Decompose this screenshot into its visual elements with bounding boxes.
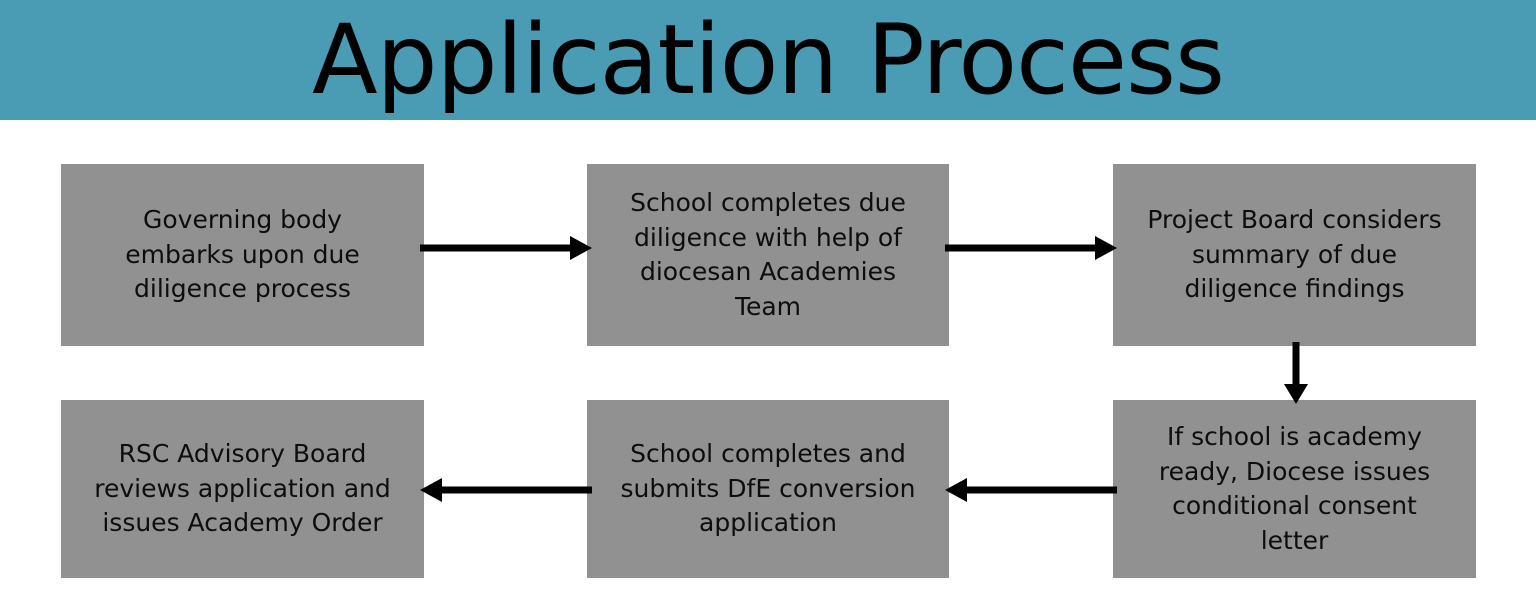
flow-box-conditional-consent-letter[interactable]: If school is academy ready, Diocese issu…: [1113, 400, 1476, 578]
flow-box-label: If school is academy ready, Diocese issu…: [1158, 422, 1431, 555]
flow-box-school-due-diligence[interactable]: School completes due diligence with help…: [587, 164, 949, 346]
page-title: Application Process: [311, 4, 1225, 116]
flow-box-label: School completes and submits DfE convers…: [620, 439, 916, 538]
flow-box-rsc-advisory-board[interactable]: RSC Advisory Board reviews application a…: [61, 400, 424, 578]
flow-box-project-board[interactable]: Project Board considers summary of due d…: [1113, 164, 1476, 346]
arrow-left-icon: [945, 474, 1117, 506]
arrow-right-icon: [420, 232, 592, 264]
flow-box-dfe-conversion-application[interactable]: School completes and submits DfE convers…: [587, 400, 949, 578]
flow-box-label: RSC Advisory Board reviews application a…: [94, 439, 391, 538]
arrow-left-icon: [420, 474, 592, 506]
flow-box-label: Governing body embarks upon due diligenc…: [125, 205, 360, 304]
flow-box-governing-body[interactable]: Governing body embarks upon due diligenc…: [61, 164, 424, 346]
arrow-down-icon: [1280, 342, 1312, 404]
title-band: [0, 0, 1536, 120]
flow-box-label: Project Board considers summary of due d…: [1147, 205, 1442, 304]
arrow-right-icon: [945, 232, 1117, 264]
flow-box-label: School completes due diligence with help…: [630, 188, 906, 321]
